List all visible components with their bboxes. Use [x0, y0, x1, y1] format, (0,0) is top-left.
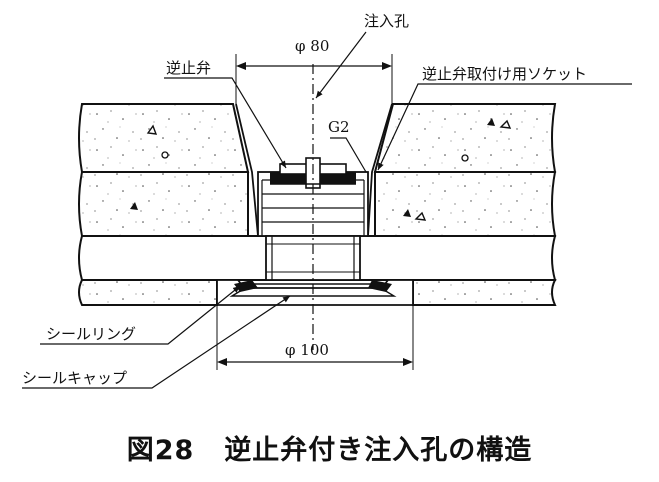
label-seal-ring: シールリング — [46, 325, 136, 343]
check-valve-injection-hole-diagram: φ 80 φ 100 注入孔 逆止弁 逆止弁取付け用ソケット G2 シールリング… — [22, 12, 632, 389]
label-socket: 逆止弁取付け用ソケット — [422, 65, 587, 83]
leader-seal-ring — [40, 285, 241, 345]
label-seal-cap: シールキャップ — [22, 369, 127, 387]
leader-socket — [377, 83, 632, 171]
seal-ring — [234, 280, 392, 292]
lower-concrete-layer — [78, 279, 557, 306]
figure-caption: 図28 逆止弁付き注入孔の構造 — [0, 428, 659, 467]
leader-g2 — [330, 137, 367, 173]
middle-concrete-layer — [78, 171, 557, 237]
leader-injection-hole — [315, 31, 367, 99]
figure-number: 図28 — [126, 435, 195, 466]
dimension-bottom-label: φ 100 — [285, 341, 329, 359]
label-g2: G2 — [328, 118, 350, 136]
dimension-top-label: φ 80 — [295, 37, 329, 55]
dimension-bottom — [216, 305, 414, 370]
label-injection-hole: 注入孔 — [364, 12, 409, 30]
leader-check-valve — [164, 77, 287, 169]
dimension-top — [235, 54, 393, 104]
figure-title: 逆止弁付き注入孔の構造 — [224, 435, 533, 466]
leader-seal-cap — [22, 295, 291, 389]
label-check-valve: 逆止弁 — [166, 59, 211, 77]
